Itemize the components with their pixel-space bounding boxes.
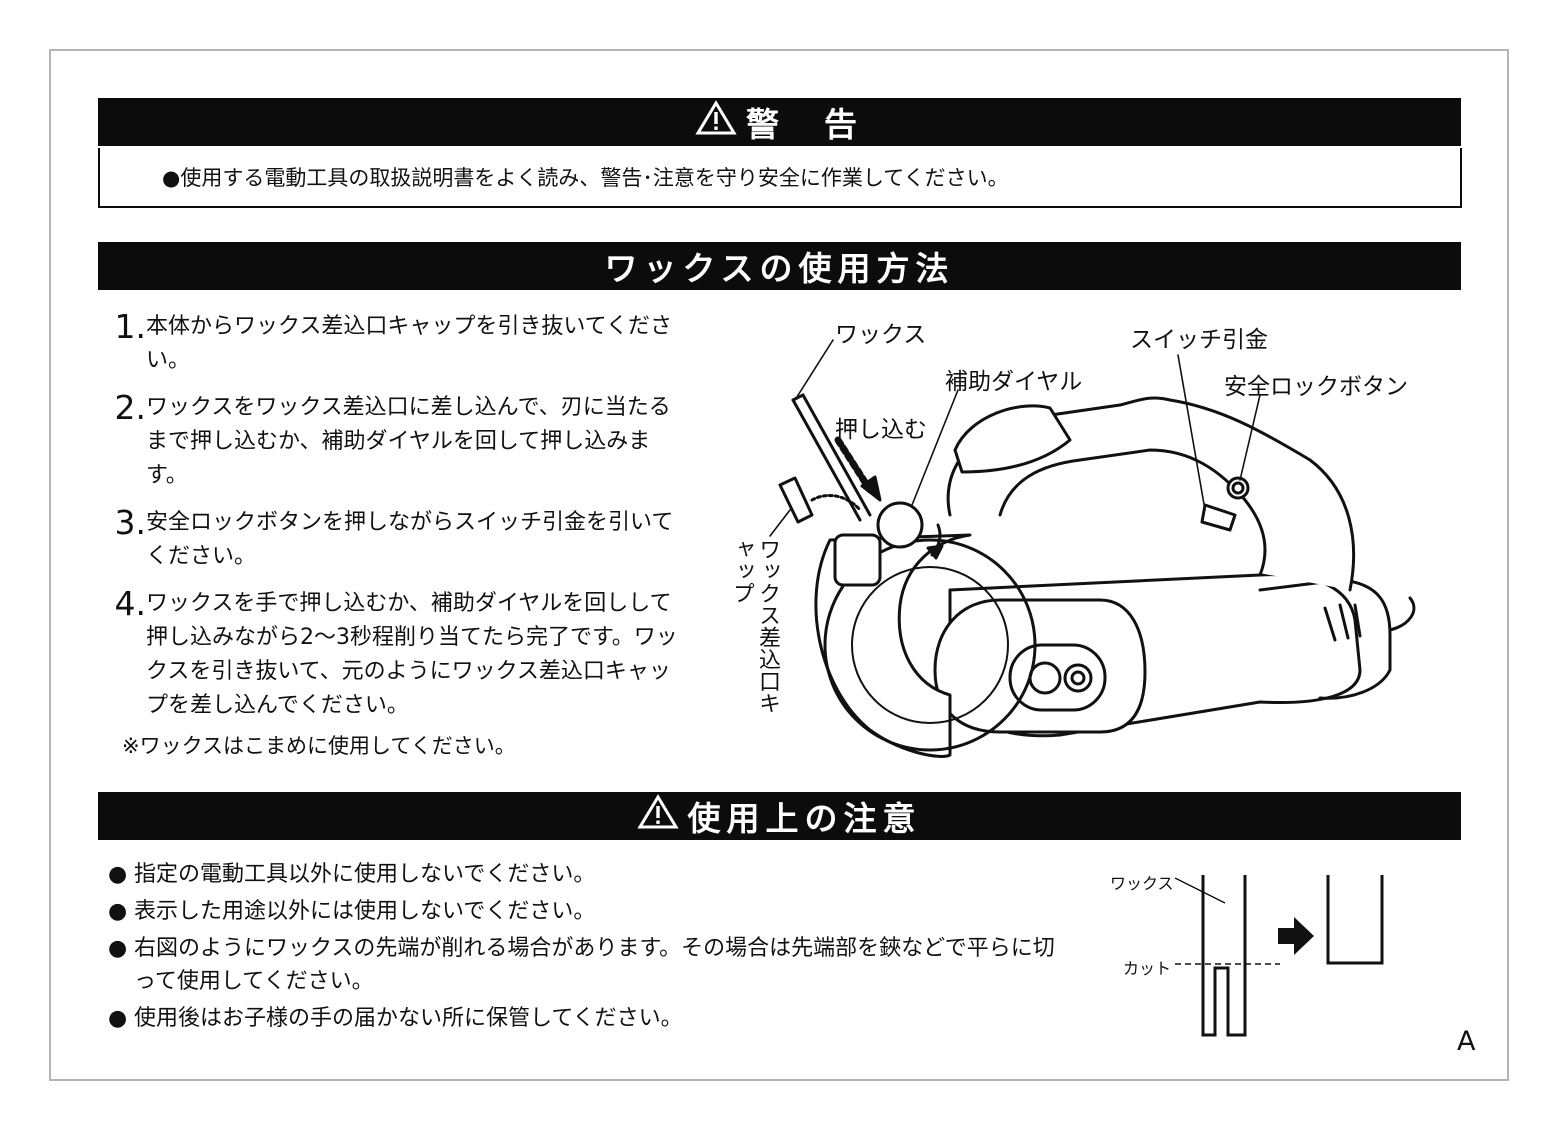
step-text: ワックスを手で押し込むか、補助ダイヤルを回しして押し込みながら2～3秒程削り当て… — [146, 591, 678, 718]
bullet-icon: ● — [108, 899, 128, 924]
step-text: 本体からワックス差込口キャップを引き抜いてください。 — [146, 314, 673, 373]
step-text: ワックスをワックス差込口に差し込んで、刃に当たるまで押し込むか、補助ダイヤルを回… — [146, 395, 671, 488]
warning-triangle-icon — [695, 100, 737, 144]
precaution-text: 指定の電動工具以外に使用しないでください。 — [134, 862, 596, 887]
label-wax: ワックス — [835, 322, 927, 348]
precaution-item: ● 指定の電動工具以外に使用しないでください。 — [108, 858, 1058, 891]
label-safety-lock: 安全ロックボタン — [1224, 374, 1408, 400]
warning-text: 使用する電動工具の取扱説明書をよく読み、警告･注意を守り安全に作業してください。 — [162, 162, 1008, 192]
page-frame — [49, 49, 1509, 1081]
step-number: 4. — [114, 584, 147, 623]
precaution-text: 表示した用途以外には使用しないでください。 — [134, 899, 596, 924]
step-text: 安全ロックボタンを押しながらスイッチ引金を引いてください。 — [146, 510, 674, 569]
wax-cut-diagram — [1174, 875, 1384, 1037]
precaution-text: 使用後はお子様の手の届かない所に保管してください。 — [134, 1006, 683, 1031]
bullet-icon: ● — [108, 862, 128, 887]
precautions-banner: 使用上の注意 — [98, 792, 1461, 840]
step-item: 1. 本体からワックス差込口キャップを引き抜いてください。 — [108, 310, 688, 378]
bullet-icon: ● — [108, 936, 128, 961]
usage-banner: ワックスの使用方法 — [98, 242, 1461, 290]
step-number: 2. — [114, 388, 147, 427]
precautions-list: ● 指定の電動工具以外に使用しないでください。 ● 表示した用途以外には使用しな… — [108, 858, 1058, 1039]
label-cap: ワックス差込口キャップ — [729, 538, 780, 714]
label-aux-dial: 補助ダイヤル — [945, 369, 1083, 395]
precaution-item: ● 表示した用途以外には使用しないでください。 — [108, 895, 1058, 928]
usage-title: ワックスの使用方法 — [604, 249, 955, 288]
warning-title: 警 告 — [746, 105, 863, 144]
precautions-title: 使用上の注意 — [687, 799, 922, 838]
precaution-item: ● 右図のようにワックスの先端が削れる場合があります。その場合は先端部を鋏などで… — [108, 932, 1058, 998]
warning-triangle-icon — [636, 794, 679, 838]
step-item: 3. 安全ロックボタンを押しながらスイッチ引金を引いてください。 — [108, 506, 688, 574]
usage-steps: 1. 本体からワックス差込口キャップを引き抜いてください。 2. ワックスをワッ… — [108, 310, 688, 736]
label-push-in: 押し込む — [835, 417, 927, 443]
warning-body: 使用する電動工具の取扱説明書をよく読み、警告･注意を守り安全に作業してください。 — [98, 148, 1462, 208]
precaution-item: ● 使用後はお子様の手の届かない所に保管してください。 — [108, 1002, 1058, 1035]
cut-label: カット — [1123, 959, 1172, 978]
step-number: 1. — [114, 307, 147, 346]
power-tool-illustration — [769, 339, 1416, 758]
page-letter: A — [1457, 1026, 1476, 1057]
step-item: 2. ワックスをワックス差込口に差し込んで、刃に当たるまで押し込むか、補助ダイヤ… — [108, 391, 688, 493]
step-number: 3. — [114, 503, 147, 542]
precaution-text: 右図のようにワックスの先端が削れる場合があります。その場合は先端部を鋏などで平ら… — [134, 936, 1055, 994]
step-item: 4. ワックスを手で押し込むか、補助ダイヤルを回しして押し込みながら2～3秒程削… — [108, 587, 688, 723]
cut-wax-label: ワックス — [1110, 874, 1174, 893]
right-arrow-icon — [1278, 917, 1314, 955]
warning-banner: 警 告 — [98, 98, 1461, 146]
label-switch-trigger: スイッチ引金 — [1130, 327, 1268, 353]
usage-note: ※ワックスはこまめに使用してください。 — [122, 734, 516, 758]
bullet-icon: ● — [108, 1006, 128, 1031]
